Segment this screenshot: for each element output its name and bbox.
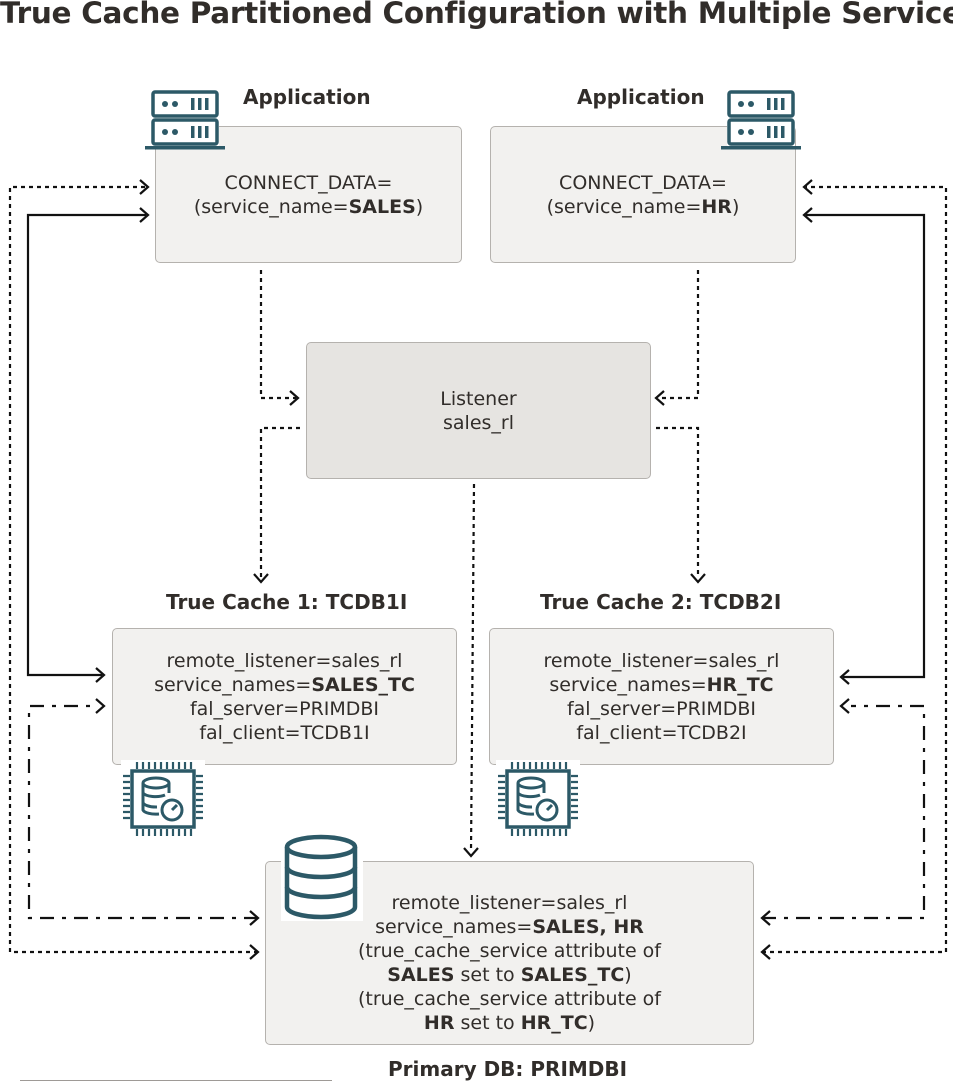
left-solid-loop xyxy=(26,213,146,677)
primary-line1: remote_listener=sales_rl xyxy=(391,892,628,914)
bottom-rule xyxy=(20,1080,332,1081)
left-outer-dotted-loop xyxy=(8,185,258,954)
listener-to-cache1-line xyxy=(259,426,300,578)
cache2-line2: service_names=HR_TC xyxy=(549,673,774,696)
arrowhead xyxy=(654,390,665,406)
database-icon xyxy=(281,833,363,921)
listener-to-primary-line xyxy=(469,483,476,853)
primary-line3: (true_cache_service attribute of xyxy=(358,940,661,962)
arrowhead xyxy=(249,944,260,960)
arrowhead xyxy=(690,573,706,584)
primary-line4: SALES set to SALES_TC) xyxy=(387,964,632,986)
listener-to-cache2-line xyxy=(656,426,700,578)
arrowhead xyxy=(139,207,150,223)
listener-line1: Listener xyxy=(440,387,517,410)
cache2-line3: fal_server=PRIMDBI xyxy=(566,697,757,720)
primary-line2: service_names=SALES, HR xyxy=(375,916,644,938)
app-left-line1: CONNECT_DATA= xyxy=(224,171,393,194)
database-chip-icon xyxy=(496,760,580,838)
cache2-label: True Cache 2: TCDB2I xyxy=(540,590,782,614)
arrowhead xyxy=(253,573,269,584)
left-dash-dot-loop xyxy=(27,704,258,920)
app-left-label: Application xyxy=(243,85,371,109)
cache1-line3: fal_server=PRIMDBI xyxy=(189,697,380,720)
cache1-line4: fal_client=TCDB1I xyxy=(199,721,370,744)
right-outer-dotted-loop xyxy=(762,185,948,954)
arrowhead xyxy=(802,207,813,223)
arrowhead xyxy=(95,667,106,683)
cache2-line4: fal_client=TCDB2I xyxy=(576,721,747,744)
cache1-line1: remote_listener=sales_rl xyxy=(166,649,403,672)
cache1-box: remote_listener=sales_rl service_names=S… xyxy=(112,628,457,765)
right-solid-loop xyxy=(806,213,926,679)
cache2-box: remote_listener=sales_rl service_names=H… xyxy=(489,628,834,765)
database-chip-icon xyxy=(121,760,205,838)
arrowhead xyxy=(839,698,850,714)
primary-label: Primary DB: PRIMDBI xyxy=(388,1057,628,1081)
app-left-to-listener-line xyxy=(259,270,296,400)
app-right-to-listener-line xyxy=(660,270,700,400)
arrowhead xyxy=(760,910,771,926)
right-dash-dot-loop xyxy=(762,704,926,920)
arrowhead xyxy=(760,944,771,960)
arrowhead xyxy=(839,669,850,685)
arrowhead xyxy=(95,698,106,714)
listener-line2: sales_rl xyxy=(443,411,514,434)
arrowhead xyxy=(802,179,813,195)
listener-box: Listener sales_rl xyxy=(306,342,651,479)
cache2-line1: remote_listener=sales_rl xyxy=(543,649,780,672)
server-icon xyxy=(145,90,225,150)
primary-line5: (true_cache_service attribute of xyxy=(358,988,661,1010)
arrowhead xyxy=(139,179,150,195)
arrowhead xyxy=(463,847,479,858)
arrowhead xyxy=(249,910,260,926)
primary-line6: HR set to HR_TC) xyxy=(423,1012,596,1034)
server-icon xyxy=(721,90,801,150)
cache1-label: True Cache 1: TCDB1I xyxy=(166,590,408,614)
arrowhead xyxy=(289,390,300,406)
app-right-line2: (service_name=HR) xyxy=(546,195,740,218)
cache1-line2: service_names=SALES_TC xyxy=(154,673,415,696)
diagram-title: True Cache Partitioned Configuration wit… xyxy=(0,0,953,30)
app-right-box: CONNECT_DATA= (service_name=HR) xyxy=(490,126,796,263)
app-left-line2: (service_name=SALES) xyxy=(193,195,424,218)
app-right-line1: CONNECT_DATA= xyxy=(559,171,727,194)
app-right-label: Application xyxy=(577,85,705,109)
primary-box: remote_listener=sales_rl service_names=S… xyxy=(265,861,754,1045)
